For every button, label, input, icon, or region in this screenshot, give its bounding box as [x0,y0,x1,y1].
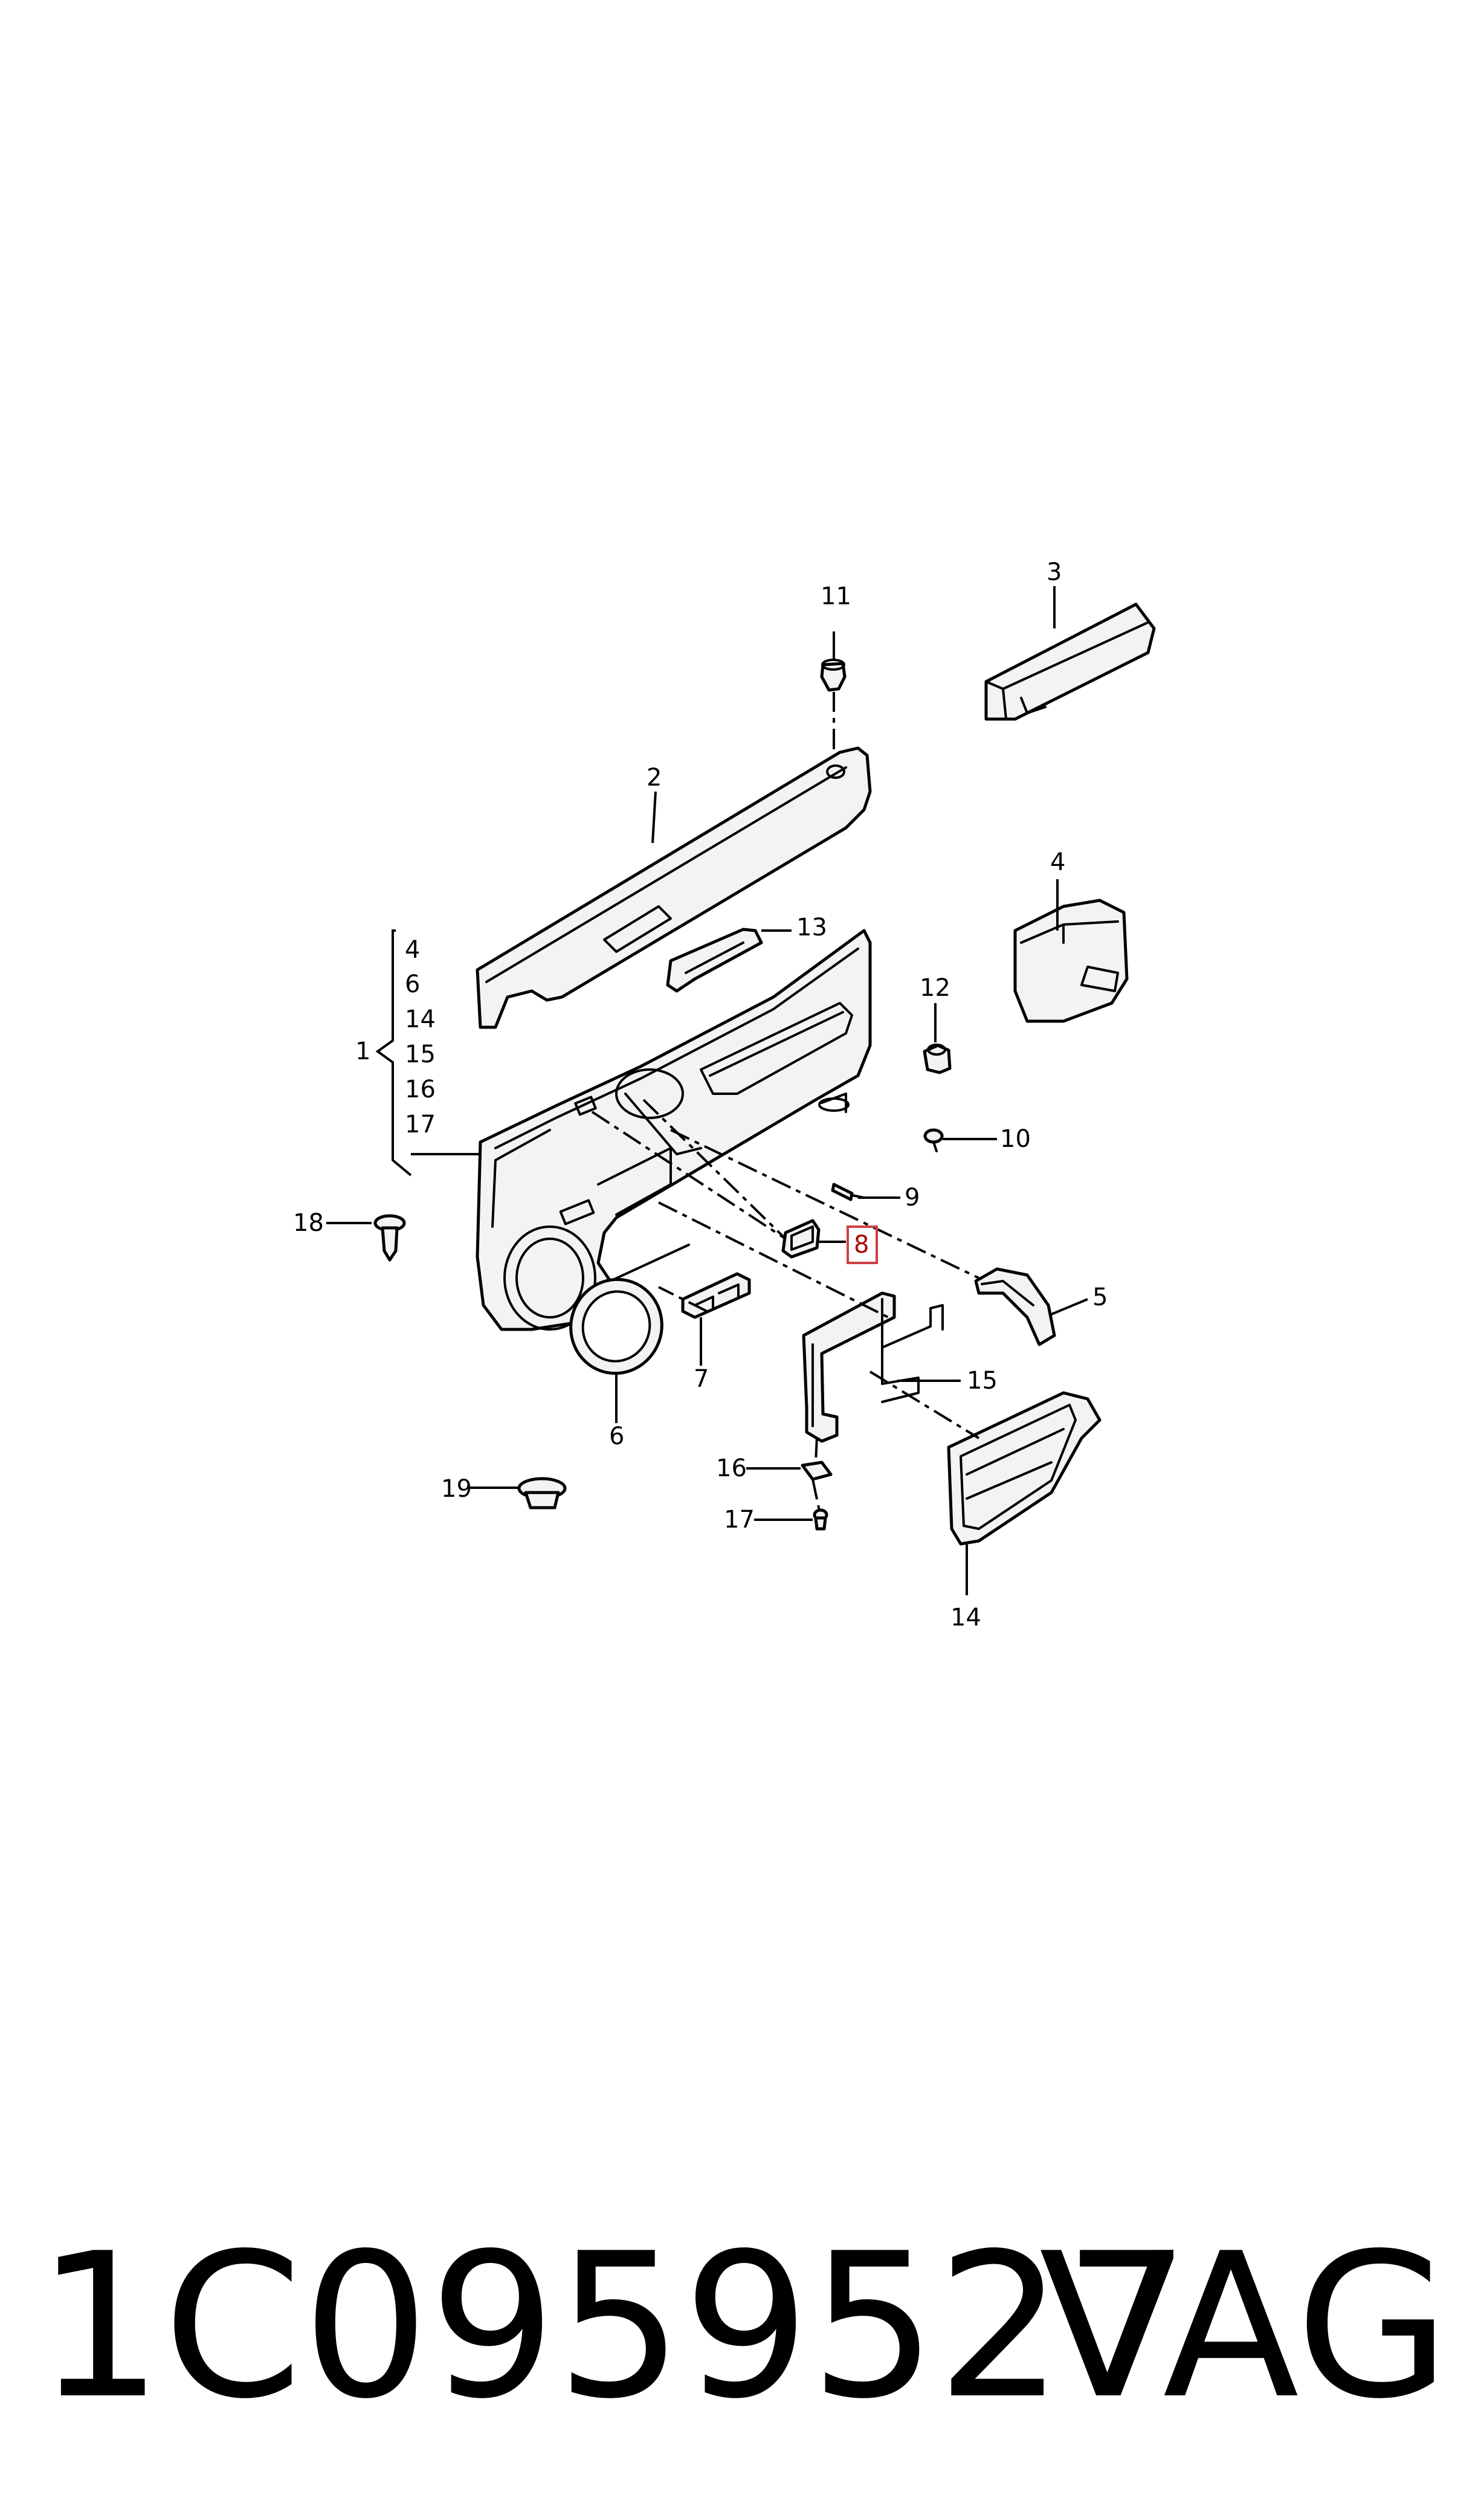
part-10-screw [923,1128,944,1152]
highlight-box-8 [847,1225,878,1264]
part-15-bracket-frame [802,1291,944,1443]
part-13-door-handle [666,928,763,993]
callout-4[interactable]: 4 [1050,848,1065,876]
group-1-item: 17 [405,1111,436,1138]
callout-9[interactable]: 9 [905,1184,920,1212]
callout-16[interactable]: 16 [716,1454,747,1482]
callout-17[interactable]: 17 [724,1506,755,1534]
footer: 1C0959527 VAG [36,2200,1450,2453]
callout-6[interactable]: 6 [609,1422,624,1450]
callout-10[interactable]: 10 [1000,1125,1031,1153]
part-3-trim-cover [984,602,1156,721]
callout-3[interactable]: 3 [1047,558,1062,586]
group-1-item: 6 [405,970,420,998]
part-19-grommet [517,1477,567,1509]
part-4-bracket [1013,899,1129,1023]
group-1-item: 16 [405,1076,436,1103]
part-14-door-pocket [947,1391,1102,1546]
callout-15[interactable]: 15 [967,1367,998,1395]
callout-13[interactable]: 13 [796,914,827,941]
part-8-clip [781,1219,821,1259]
callout-12[interactable]: 12 [920,974,950,1002]
part-12-clip [923,1044,952,1074]
callout-1[interactable]: 1 [355,1038,370,1065]
group-1-item: 15 [405,1041,436,1068]
part-2-upper-rail [476,746,872,1029]
assembly-lines [591,692,980,1511]
callout-7[interactable]: 7 [694,1365,709,1393]
callout-18[interactable]: 18 [293,1209,324,1237]
part-5-curved-trim [974,1267,1056,1346]
callout-8[interactable]: 8 [854,1231,869,1259]
callout-19[interactable]: 19 [441,1475,472,1503]
part-number: 1C0959527 [36,2210,1191,2442]
brand-name: VAG [1039,2210,1450,2442]
group-1-item: 14 [405,1006,436,1033]
part-11-clip [820,659,847,692]
callout-14[interactable]: 14 [950,1604,981,1632]
callout-5[interactable]: 5 [1092,1283,1108,1311]
part-6-speaker-ring [569,1277,663,1375]
part-7-switch-module [681,1272,751,1319]
group-1-item: 4 [405,936,420,964]
part-16-nut [801,1461,833,1481]
part-18-push-clip [373,1214,406,1262]
leader-lines [326,586,1088,1595]
callout-2[interactable]: 2 [647,764,662,792]
callouts: 3 4 2 11 13 12 10 9 8 5 15 6 7 14 16 17 … [293,558,1108,1632]
callout-11[interactable]: 11 [821,583,851,610]
part-17-screw [813,1508,828,1531]
